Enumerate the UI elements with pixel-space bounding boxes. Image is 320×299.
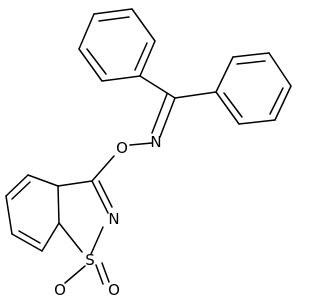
benzisothiazole-ring <box>5 174 113 285</box>
sulfur-label: S <box>85 251 95 269</box>
oxime-oxygen-label: O <box>116 139 128 157</box>
sulfonyl-oxygen-right-label: O <box>108 281 120 299</box>
sulfonyl-oxygen-left-label: O <box>54 281 66 299</box>
phenyl-ring-left <box>78 8 156 82</box>
ring-nitrogen-label: N <box>108 210 119 228</box>
chemical-structure-diagram: N O N S O O <box>5 8 292 299</box>
oxime-nitrogen-label: N <box>150 133 161 151</box>
atom-labels: N O N S O O <box>54 133 162 299</box>
structure-svg: N O N S O O <box>5 8 292 299</box>
phenyl-ring-right <box>215 52 292 125</box>
oxime-linkage <box>91 75 217 182</box>
